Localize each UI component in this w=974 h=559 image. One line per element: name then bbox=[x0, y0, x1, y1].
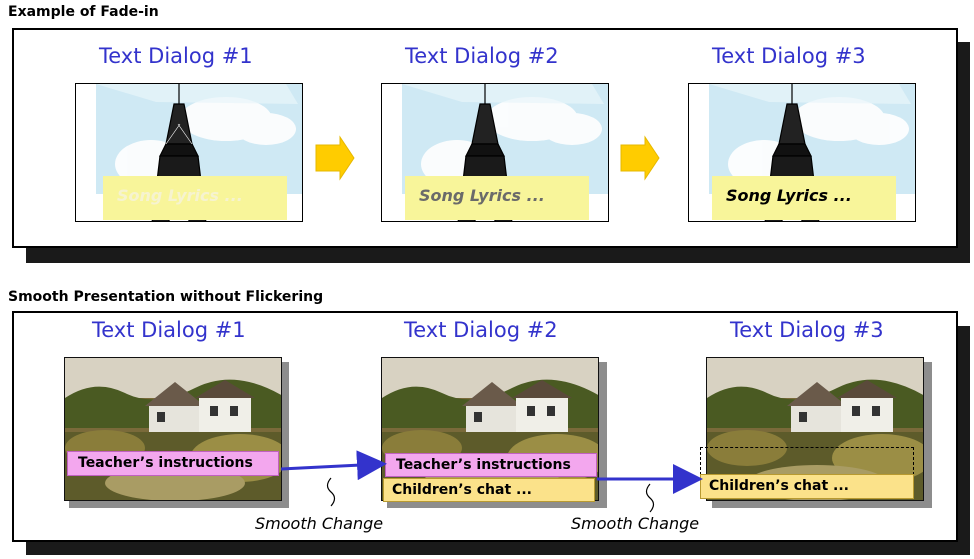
dialog-label-s1: Text Dialog #1 bbox=[92, 318, 246, 342]
dashed-placeholder-3 bbox=[700, 447, 914, 475]
section-title-fade-in: Example of Fade-in bbox=[8, 4, 159, 20]
countryside-house-image-3 bbox=[706, 357, 924, 501]
countryside-house-image-1 bbox=[64, 357, 282, 501]
dialog-label-3: Text Dialog #3 bbox=[712, 44, 866, 68]
dialog-label-2: Text Dialog #2 bbox=[405, 44, 559, 68]
lyrics-box-3: Song Lyrics ... bbox=[712, 176, 896, 220]
caption-teacher-2: Teacher’s instructions bbox=[385, 453, 597, 477]
caption-teacher-1: Teacher’s instructions bbox=[67, 451, 279, 476]
lyrics-box-1: Song Lyrics ... bbox=[103, 176, 287, 220]
house-icon bbox=[462, 380, 572, 434]
house-icon bbox=[787, 380, 897, 434]
caption-children-2: Children’s chat ... bbox=[383, 478, 595, 502]
smooth-change-label-1: Smooth Change bbox=[255, 514, 384, 533]
caption-children-3: Children’s chat ... bbox=[700, 474, 914, 499]
dialog-label-s2: Text Dialog #2 bbox=[404, 318, 558, 342]
house-icon bbox=[145, 380, 255, 434]
section-title-smooth: Smooth Presentation without Flickering bbox=[8, 289, 324, 305]
dialog-label-1: Text Dialog #1 bbox=[99, 44, 253, 68]
smooth-change-label-2: Smooth Change bbox=[571, 514, 700, 533]
dialog-label-s3: Text Dialog #3 bbox=[730, 318, 884, 342]
lyrics-box-2: Song Lyrics ... bbox=[405, 176, 589, 220]
